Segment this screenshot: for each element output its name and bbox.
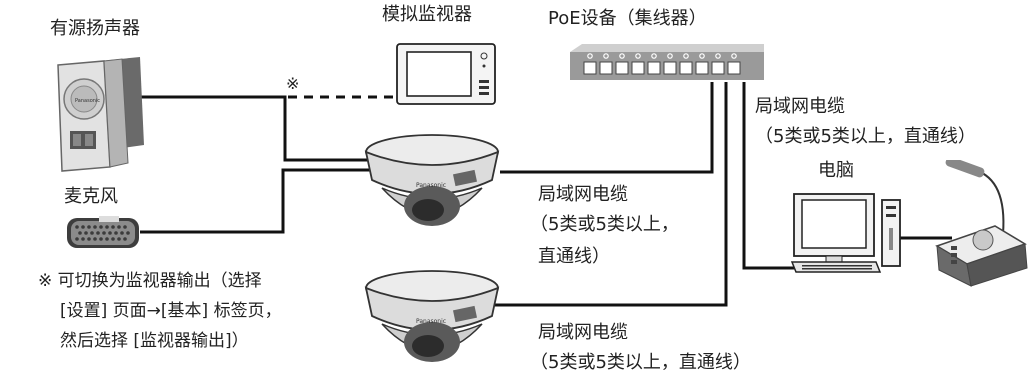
dome-camera-icon: Panasonic <box>364 134 500 226</box>
cable-spec-bottom: （5类或5类以上，直通线） <box>530 352 751 373</box>
poe-hub-icon <box>570 44 764 80</box>
speaker-to-camera-cable <box>140 95 372 162</box>
pc-icon <box>790 193 901 273</box>
cable-spec-top: （5类或5类以上，直通线） <box>755 126 976 147</box>
cable-spec-middle-line2: 直通线） <box>538 246 610 267</box>
camera-brand-logo: Panasonic <box>416 182 446 189</box>
cable-label-middle: 局域网电缆 <box>538 184 628 205</box>
hub-to-camera1-cable <box>500 82 714 174</box>
active-speaker-icon: Panasonic <box>57 57 144 172</box>
hub-to-pc-cable <box>742 82 800 270</box>
footnote-line-1: ※ 可切换为监视器输出（选择 <box>38 271 262 291</box>
dashed-cable-mark: ※ <box>286 74 300 93</box>
speaker-brand-logo: Panasonic <box>75 98 100 104</box>
microphone-icon <box>67 216 139 248</box>
mic-to-camera-cable <box>140 168 372 234</box>
cable-label-top: 局域网电缆 <box>755 96 845 117</box>
monitor-label: 模拟监视器 <box>382 4 472 25</box>
footnote-line-3: 然后选择 [监视器输出]） <box>60 331 249 351</box>
network-microphone-icon <box>935 160 1028 287</box>
analog-monitor-icon <box>396 43 496 105</box>
cable-spec-middle-line1: （5类或5类以上， <box>530 214 679 235</box>
hub-to-camera2-cable <box>495 82 728 307</box>
speaker-label: 有源扬声器 <box>50 18 140 39</box>
camera-brand-logo: Panasonic <box>416 318 446 325</box>
microphone-label: 麦克风 <box>64 186 118 207</box>
footnote-line-2: [设置] 页面→[基本] 标签页， <box>60 301 282 321</box>
pc-label: 电脑 <box>818 160 854 181</box>
hub-label: PoE设备（集线器） <box>548 8 707 29</box>
dome-camera-icon: Panasonic <box>364 270 500 362</box>
cable-label-bottom: 局域网电缆 <box>538 322 628 343</box>
